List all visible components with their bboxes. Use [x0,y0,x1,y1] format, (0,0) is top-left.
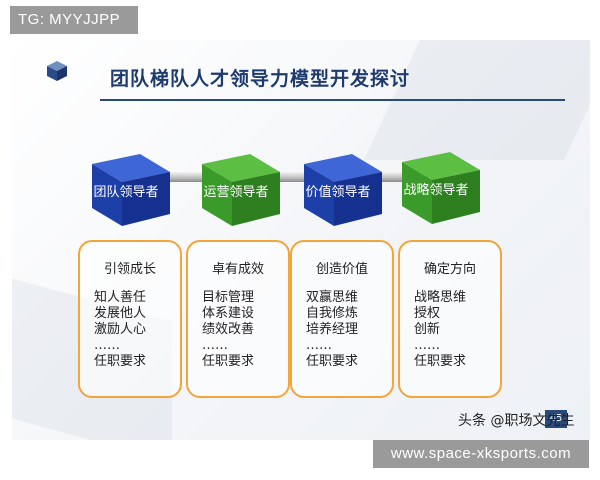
page-title: 团队梯队人才领导力模型开发探讨 [110,68,411,90]
level-cube-value: 价值领导者 [290,150,386,228]
card-items: 目标管理 体系建设 绩效改善 …… 任职要求 [202,290,254,370]
title-divider [100,99,565,101]
cube-logo-icon [46,60,68,82]
card-item: 目标管理 [202,290,255,305]
card-item: …… [414,338,440,353]
card-item: 知人善任 [94,290,147,305]
competency-card-effective: 卓有成效 目标管理 体系建设 绩效改善 …… 任职要求 [186,240,290,398]
card-item: 任职要求 [414,354,467,369]
card-item: …… [94,338,120,353]
card-item: 任职要求 [306,354,359,369]
card-item: 任职要求 [94,354,147,369]
card-item: 发展他人 [94,306,147,321]
level-label: 价值领导者 [305,185,371,200]
card-item: 战略思维 [414,290,467,305]
tg-watermark-label: TG: MYYJJPP [10,6,138,34]
card-items: 战略思维 授权 创新 …… 任职要求 [414,290,466,370]
card-items: 双赢思维 自我修炼 培养经理 …… 任职要求 [306,290,358,370]
card-items: 知人善任 发展他人 激励人心 …… 任职要求 [94,290,146,370]
card-item: 任职要求 [202,354,255,369]
card-title: 创造价值 [315,262,368,277]
site-watermark-label: www.space-xksports.com [373,440,589,468]
card-item: 创新 [414,322,441,337]
level-cube-strategy: 战略领导者 [388,148,484,226]
competency-card-direction: 确定方向 战略思维 授权 创新 …… 任职要求 [398,240,502,398]
level-cube-operations: 运营领导者 [188,150,284,228]
level-label: 战略领导者 [403,183,469,198]
level-cube-team: 团队领导者 [78,150,174,228]
card-item: …… [306,338,332,353]
card-item: 激励人心 [94,322,147,337]
card-item: …… [202,338,228,353]
card-item: 双赢思维 [306,290,359,305]
card-item: 体系建设 [202,306,255,321]
page-number: 45 [545,410,567,428]
level-label: 团队领导者 [93,185,159,200]
card-title: 引领成长 [103,262,156,277]
competency-card-value: 创造价值 双赢思维 自我修炼 培养经理 …… 任职要求 [290,240,394,398]
card-title: 卓有成效 [211,262,264,277]
level-label: 运营领导者 [203,185,269,200]
card-item: 授权 [414,306,441,321]
card-title: 确定方向 [423,262,476,277]
author-watermark: 头条 @职场文先生 [458,413,575,429]
card-item: 自我修炼 [306,306,359,321]
competency-card-growth: 引领成长 知人善任 发展他人 激励人心 …… 任职要求 [78,240,182,398]
card-item: 培养经理 [306,322,359,337]
card-item: 绩效改善 [202,322,255,337]
level-connector-bar [150,172,450,182]
